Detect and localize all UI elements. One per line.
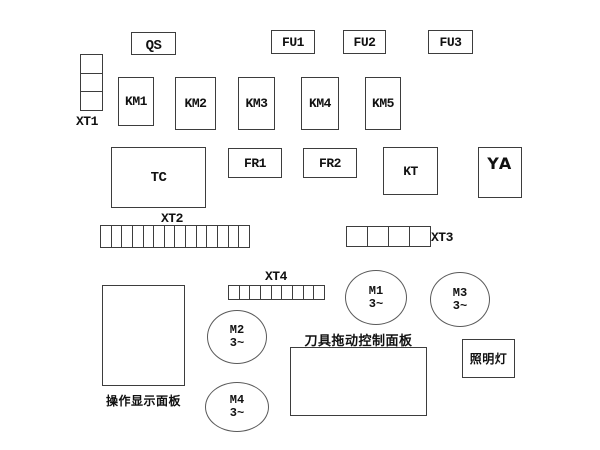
terminal-cell: [165, 226, 176, 247]
terminal-cell: [81, 55, 102, 74]
component-km1-box: KM1: [118, 77, 154, 126]
component-km4-box: KM4: [301, 77, 339, 130]
component-km3-label: KM3: [245, 96, 268, 111]
lamp-label: 照明灯: [469, 352, 508, 366]
component-kt-box: KT: [383, 147, 438, 195]
terminal-cell: [229, 286, 240, 299]
terminal-cell: [293, 286, 304, 299]
component-tc-label: TC: [150, 169, 167, 186]
terminal-cell: [81, 74, 102, 93]
component-qs-box: QS: [131, 32, 176, 55]
motor-m1-phase: 3~: [368, 296, 384, 311]
component-fu1-label: FU1: [282, 34, 304, 50]
motor-m2: M2 3~: [207, 310, 267, 364]
operation-display-panel-label: 操作显示面板: [105, 394, 181, 408]
terminal-xt4-label: XT4: [265, 269, 287, 284]
terminal-cell: [197, 226, 208, 247]
terminal-cell: [282, 286, 294, 299]
lamp-box: 照明灯: [462, 339, 515, 378]
component-fu3-box: FU3: [428, 30, 473, 54]
component-fr1-label: FR1: [244, 155, 266, 171]
component-kt-label: KT: [403, 163, 418, 179]
terminal-cell: [389, 227, 410, 246]
component-tc-box: TC: [111, 147, 206, 208]
terminal-cell: [239, 226, 249, 247]
terminal-xt2-label: XT2: [161, 211, 183, 226]
component-km2-label: KM2: [184, 96, 207, 111]
terminal-cell: [314, 286, 324, 299]
terminal-cell: [122, 226, 133, 247]
component-fr2-box: FR2: [303, 148, 357, 178]
terminal-cell: [250, 286, 262, 299]
terminal-cell: [81, 92, 102, 110]
terminal-cell: [304, 286, 315, 299]
terminal-strip-xt4: [228, 285, 325, 300]
terminal-cell: [133, 226, 144, 247]
terminal-cell: [368, 227, 389, 246]
terminal-cell: [218, 226, 229, 247]
operation-display-panel-rect: [102, 285, 185, 386]
component-fu3-label: FU3: [439, 34, 462, 50]
component-fr1-box: FR1: [228, 148, 282, 178]
component-ya-box: YA: [478, 147, 522, 198]
component-fu1-box: FU1: [271, 30, 315, 54]
terminal-strip-xt3: [346, 226, 431, 247]
component-km5-label: KM5: [372, 96, 394, 111]
component-fu2-label: FU2: [353, 34, 376, 50]
tool-drive-control-panel-label: 刀具拖动控制面板: [304, 334, 413, 349]
motor-m4-name: M4: [229, 393, 245, 407]
terminal-cell: [347, 227, 368, 246]
terminal-xt1-label: XT1: [76, 114, 98, 129]
terminal-cell: [175, 226, 187, 247]
component-km1-label: KM1: [125, 94, 147, 109]
terminal-cell: [101, 226, 112, 247]
component-fr2-label: FR2: [319, 155, 341, 171]
component-ya-label: YA: [487, 154, 513, 173]
component-km3-box: KM3: [238, 77, 275, 130]
motor-m4: M4 3~: [205, 382, 269, 432]
terminal-cell: [112, 226, 123, 247]
terminal-cell: [229, 226, 240, 247]
component-km4-label: KM4: [309, 96, 331, 111]
motor-m3-phase: 3~: [452, 298, 468, 313]
terminal-xt3-label: XT3: [431, 230, 453, 245]
terminal-cell: [272, 286, 283, 299]
component-qs-label: QS: [145, 38, 162, 54]
terminal-cell: [154, 226, 165, 247]
motor-m4-phase: 3~: [229, 406, 245, 420]
terminal-cell: [410, 227, 430, 246]
terminal-cell: [261, 286, 272, 299]
motor-m1: M1 3~: [345, 270, 407, 325]
motor-m2-name: M2: [229, 323, 245, 337]
motor-m2-phase: 3~: [229, 336, 245, 350]
terminal-cell: [240, 286, 251, 299]
terminal-cell: [207, 226, 219, 247]
component-km2-box: KM2: [175, 77, 216, 130]
motor-m1-name: M1: [368, 283, 384, 298]
component-km5-box: KM5: [365, 77, 401, 130]
motor-m3-name: M3: [452, 285, 468, 300]
terminal-strip-xt2: [100, 225, 250, 248]
tool-drive-control-panel-rect: [290, 347, 427, 416]
terminal-strip-xt1: [80, 54, 103, 111]
component-fu2-box: FU2: [343, 30, 386, 54]
motor-m3: M3 3~: [430, 272, 490, 327]
terminal-cell: [144, 226, 155, 247]
terminal-cell: [186, 226, 197, 247]
